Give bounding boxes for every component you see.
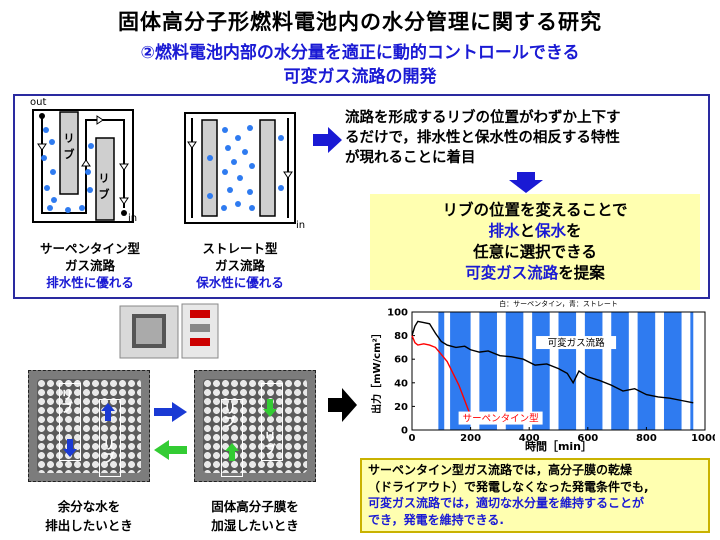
x-axis-label: 時間［min］ [525, 439, 592, 453]
arrow-down-icon [263, 399, 277, 417]
serpentine-in-label: in [128, 213, 138, 224]
chart-title: 白：サーペンタイン，青：ストレート [499, 299, 618, 308]
humidify-mode-photo: リブ リブ [194, 370, 316, 482]
straight-band-8 [637, 312, 656, 430]
arrow-right-icon [313, 127, 342, 153]
proposal-box: リブの位置を変えることで 排水と保水を 任意に選択できる 可変ガス流路を提案 [370, 194, 700, 290]
drain-rib1-label: リブ [61, 388, 74, 415]
arrow-down-icon [63, 439, 77, 457]
x-tick-label-3: 600 [577, 433, 598, 444]
straight-band-3 [505, 312, 524, 430]
annotation-variable: 可変ガス流路 [548, 337, 606, 349]
y-tick-label-4: 80 [394, 331, 408, 342]
humidify-rib2-label: リブ [264, 430, 277, 457]
arrow-up-icon [101, 403, 115, 421]
x-tick-label-1: 200 [460, 433, 481, 444]
straight-band-10 [690, 312, 694, 430]
y-tick-label-2: 40 [394, 378, 408, 389]
x-tick-label-4: 800 [636, 433, 657, 444]
arrow-up-icon [225, 443, 239, 461]
straight-name1: ストレート型 [202, 241, 278, 256]
humidify-rib1-label: リブ [224, 402, 237, 429]
annotation-bg-0 [536, 336, 617, 350]
straight-band-9 [663, 312, 682, 430]
straight-band-6 [584, 312, 603, 430]
y-tick-label-1: 20 [394, 402, 408, 413]
annotation-serpentine: サーペンタイン型 [463, 414, 540, 425]
fuel-cell-device-image [119, 303, 219, 359]
y-tick-label-5: 100 [387, 308, 408, 319]
straight-flow-diagram [184, 112, 296, 224]
y-tick-label-0: 0 [401, 426, 408, 437]
arrow-left-icon [154, 440, 187, 460]
x-tick-label-0: 0 [409, 433, 416, 444]
y-axis-label: 出力［mW/cm²］ [370, 328, 383, 414]
serpentine-out-label: out [30, 97, 47, 108]
subtitle-line1: ②燃料電池内部の水分量を適正に動的コントロールできる [140, 43, 580, 63]
y-tick-label-3: 60 [394, 355, 408, 366]
serpentine-feature: 排水性に優れる [46, 275, 134, 290]
straight-name2: ガス流路 [214, 258, 265, 273]
subtitle-line2: 可変ガス流路の開発 [283, 67, 437, 87]
serpentine-flow-diagram [32, 109, 134, 223]
series-line-1 [411, 335, 475, 425]
page-title: 固体高分子形燃料電池内の水分管理に関する研究 [118, 10, 602, 34]
arrow-right-icon [154, 402, 187, 422]
x-tick-label-2: 400 [519, 433, 540, 444]
serpentine-name1: サーペンタイン型 [39, 241, 140, 256]
straight-band-0 [438, 312, 445, 430]
humidify-caption: 固体高分子膜を 加湿したいとき [211, 499, 299, 533]
straight-band-2 [479, 312, 497, 430]
arrow-down-icon [509, 172, 543, 193]
description: 流路を形成するリブの位置がわずか上下す るだけで，排水性と保水性の相反する特性 … [345, 110, 621, 166]
straight-band-5 [558, 312, 577, 430]
arrow-right-icon [328, 388, 357, 422]
annotation-bg-1 [458, 411, 543, 425]
result-note: サーペンタイン型ガス流路では，高分子膜の乾燥 （ドライアウト）で発電しなくなった… [360, 458, 710, 533]
series-line-0 [411, 320, 694, 404]
drain-rib2-label: リブ [103, 438, 116, 465]
serpentine-name2: ガス流路 [64, 258, 115, 273]
serpentine-rib1-label: リブ [63, 132, 75, 161]
plot-frame [411, 311, 706, 431]
straight-in-label: in [296, 220, 306, 231]
straight-band-7 [611, 312, 629, 430]
drain-mode-photo: リブ リブ [28, 370, 150, 482]
drain-caption: 余分な水を 排出したいとき [45, 499, 133, 533]
straight-feature: 保水性に優れる [196, 275, 284, 290]
serpentine-rib2-label: リブ [98, 172, 110, 201]
